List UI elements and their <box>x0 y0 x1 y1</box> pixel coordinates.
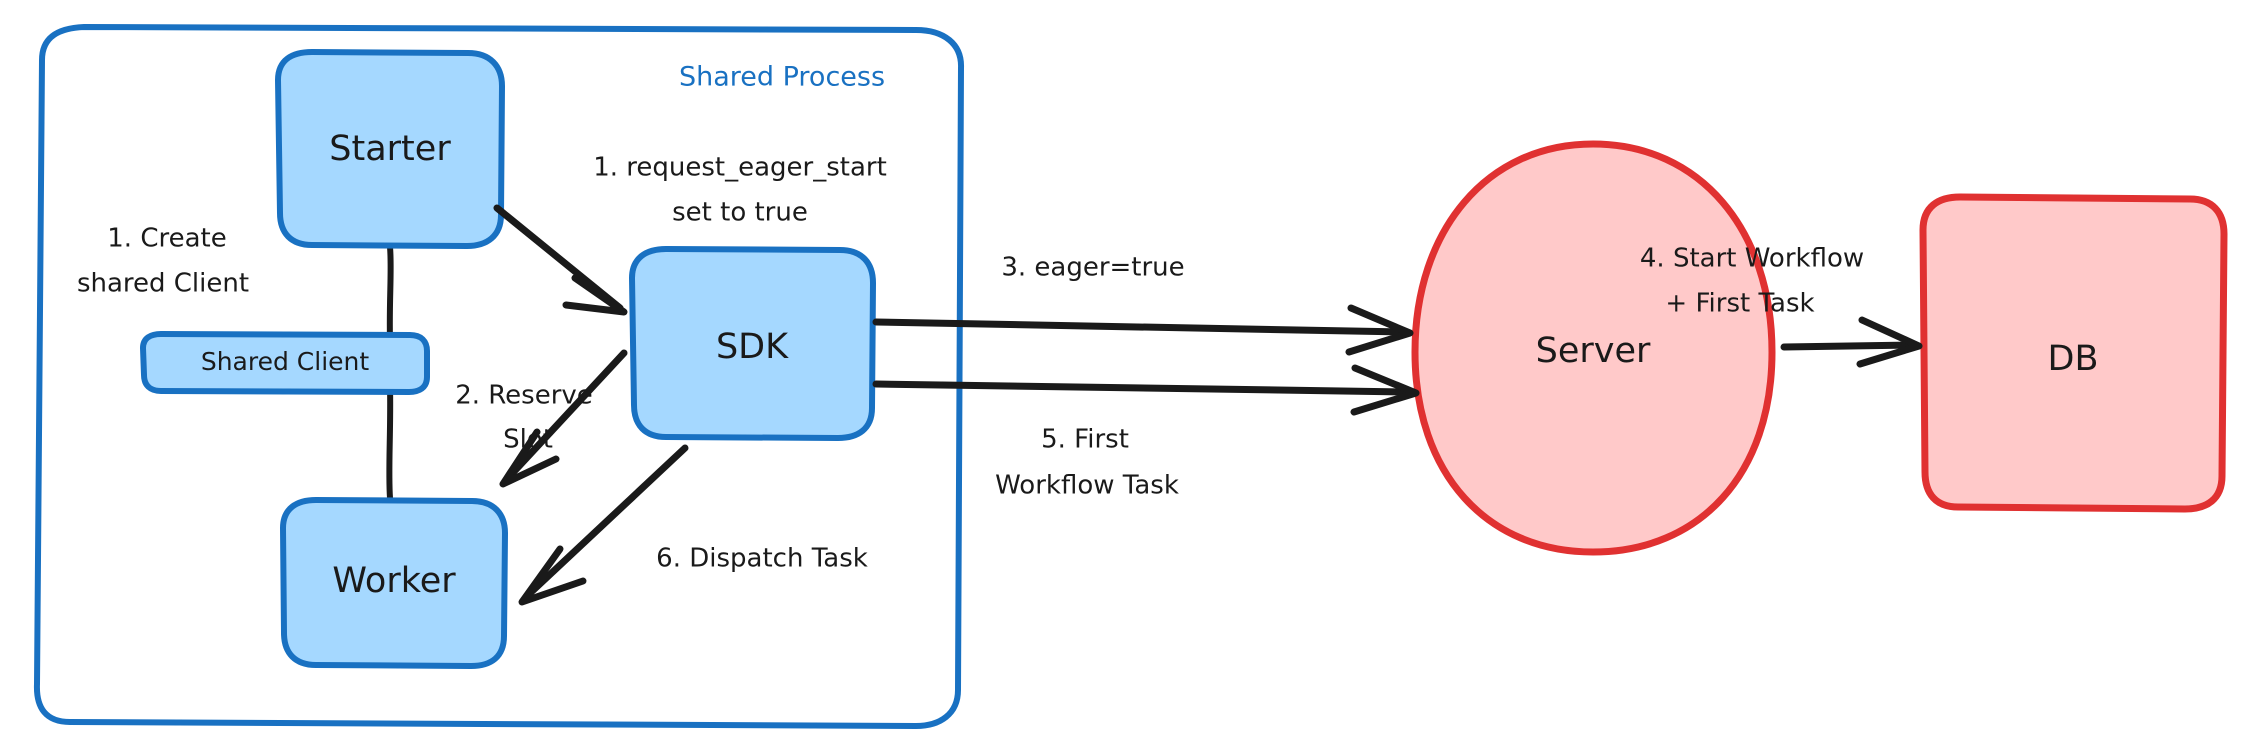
edge-label-request-eager-start-line1: 1. request_eager_start <box>593 153 887 183</box>
group-shared-process: Shared Process <box>33 24 965 729</box>
edge-label-reserve-line2: Slot <box>503 425 553 455</box>
arrowhead-sdk-worker-dispatch <box>518 545 587 606</box>
arrowhead-server-sdk <box>1350 364 1420 416</box>
edge-sdk-to-worker-reserve: 2. Reserve Slot <box>455 349 628 488</box>
edge-sdk-to-server: 3. eager=true <box>872 253 1414 356</box>
edge-label-start-workflow-line1: 4. Start Workflow <box>1640 244 1864 274</box>
node-sdk[interactable]: SDK <box>629 246 876 441</box>
edge-line-server-db <box>1780 341 1917 351</box>
node-db[interactable]: DB <box>1919 193 2228 513</box>
node-shared-client[interactable]: Shared Client <box>140 331 430 395</box>
edge-starter-sharedclient-worker <box>386 244 394 501</box>
server-label: Server <box>1536 331 1651 371</box>
edge-sdk-to-worker-dispatch: 6. Dispatch Task <box>518 444 868 606</box>
edge-label-reserve-line1: 2. Reserve <box>455 381 593 411</box>
edge-server-to-sdk: 5. First Workflow Task <box>872 364 1420 501</box>
arrowhead-server-db <box>1856 316 1923 368</box>
edge-line-starter-sharedclient <box>386 244 394 343</box>
group-label-shared-process: Shared Process <box>679 62 885 93</box>
edge-starter-to-sdk: 1. request_eager_start set to true <box>493 153 887 316</box>
sdk-label: SDK <box>716 327 789 367</box>
edge-label-create-shared-client: 1. Create shared Client <box>77 224 249 299</box>
edge-line-sdk-worker-reserve <box>504 349 628 482</box>
edge-label-dispatch-task: 6. Dispatch Task <box>656 544 868 574</box>
shared-client-shape <box>140 331 430 395</box>
worker-shape <box>280 497 508 669</box>
worker-label: Worker <box>332 561 456 601</box>
arrowhead-starter-sdk <box>562 274 628 316</box>
node-starter[interactable]: Starter <box>275 49 505 249</box>
server-shape <box>1411 140 1776 556</box>
sdk-shape <box>629 246 876 441</box>
edge-label-create-line1: 1. Create <box>107 224 226 254</box>
edge-line-sdk-worker-dispatch <box>523 444 689 600</box>
node-server[interactable]: Server <box>1411 140 1776 556</box>
shared-process-border <box>33 24 965 729</box>
edge-server-to-db: 4. Start Workflow + First Task <box>1640 244 1923 368</box>
edge-label-create-line2: shared Client <box>77 269 249 299</box>
db-shape <box>1919 193 2228 513</box>
edge-label-request-eager-start-line2: set to true <box>672 198 808 228</box>
starter-label: Starter <box>329 129 451 169</box>
node-worker[interactable]: Worker <box>280 497 508 669</box>
edge-label-first-workflow-line1: 5. First <box>1041 425 1129 455</box>
edge-line-sdk-server <box>872 318 1408 336</box>
edge-label-first-workflow-line2: Workflow Task <box>995 471 1179 501</box>
db-label: DB <box>2048 339 2099 379</box>
arrowhead-sdk-server <box>1345 304 1414 356</box>
edge-label-start-workflow-line2: + First Task <box>1665 289 1814 319</box>
edge-line-server-sdk <box>872 380 1414 396</box>
arrowhead-sdk-worker-reserve <box>499 428 560 488</box>
edge-label-eager-true: 3. eager=true <box>1001 253 1184 283</box>
edge-line-sharedclient-worker <box>386 383 394 501</box>
shared-client-label: Shared Client <box>201 347 370 376</box>
